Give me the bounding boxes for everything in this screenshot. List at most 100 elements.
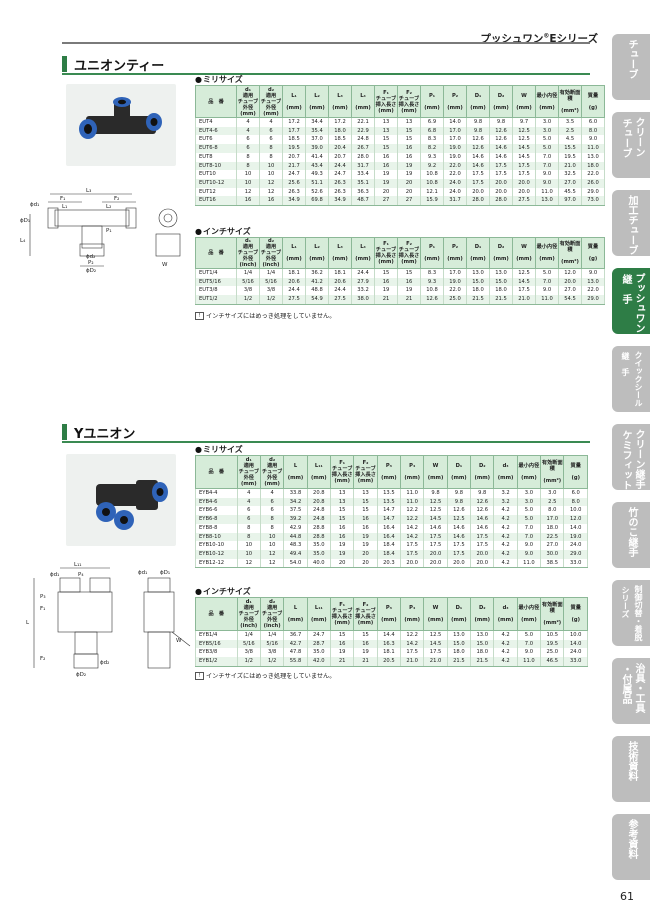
- table-cell: 5.0: [516, 515, 542, 524]
- table-cell: 69.8: [305, 196, 329, 207]
- table-cell: 13: [397, 117, 421, 127]
- side-tab[interactable]: 竹のこ継手: [612, 502, 650, 568]
- table-cell: 13: [329, 488, 355, 498]
- table-cell: 13.0: [489, 268, 513, 278]
- table-cell: 10.0: [563, 506, 588, 516]
- table-cell: 7.0: [535, 152, 559, 162]
- table-cell: 16.3: [376, 639, 402, 649]
- side-tab[interactable]: ケミフィットクリーン継手: [612, 424, 650, 490]
- table-cell: 10.8: [420, 170, 444, 179]
- table-cell: 24.0: [563, 541, 588, 550]
- table-cell: 6: [236, 135, 260, 145]
- table-cell: 11.0: [535, 187, 559, 197]
- dim-label: ϕd₂: [86, 254, 95, 260]
- table-cell: 20.0: [489, 178, 513, 188]
- table-cell: 9.8: [466, 117, 490, 127]
- table-cell: 13.5: [376, 497, 402, 507]
- table-cell: 14.5: [512, 152, 536, 162]
- table-cell: 14.6: [446, 532, 472, 542]
- dim-label: ϕd₁: [50, 572, 59, 578]
- table-cell: 17.5: [512, 161, 536, 171]
- column-header: L₁₁(mm): [306, 455, 332, 489]
- table-cell: 14.6: [466, 161, 490, 171]
- column-header: L₄(mm): [351, 237, 375, 269]
- table-cell: 31.7: [443, 196, 467, 207]
- table-cell: 26.3: [328, 187, 352, 197]
- table-cell: 1/2: [236, 295, 260, 305]
- table-cell: 1/2: [236, 657, 261, 667]
- table-cell: 13: [374, 126, 398, 136]
- side-tab[interactable]: ・付属品治具・工具: [612, 658, 650, 724]
- table-cell: 33.0: [563, 558, 588, 569]
- table-cell: 14.6: [489, 144, 513, 153]
- table-cell: 14.7: [376, 515, 402, 524]
- inch-size-label: ●インチサイズ: [195, 587, 251, 596]
- table-cell: 19: [374, 286, 398, 296]
- table-cell: 30.0: [540, 549, 565, 559]
- table-cell: 18.1: [328, 268, 352, 278]
- table-cell: EUT5/16: [195, 277, 237, 287]
- table-cell: 12.5: [512, 135, 536, 145]
- table-cell: 13: [329, 497, 355, 507]
- side-tab[interactable]: 加工チューブ: [612, 190, 650, 256]
- section-title: ユニオンティー: [74, 59, 165, 74]
- table-cell: 21.7: [282, 161, 306, 171]
- table-cell: 20: [397, 187, 421, 197]
- side-tab-label: 継 手: [620, 274, 631, 304]
- table-cell: 17.5: [423, 648, 448, 658]
- table-cell: 19.0: [443, 277, 467, 287]
- tee-body: [86, 116, 156, 134]
- table-cell: 3/8: [236, 286, 260, 296]
- table-cell: 1/4: [236, 268, 260, 278]
- table-cell: 8.3: [420, 268, 444, 278]
- dim-label: W: [176, 638, 182, 644]
- registered-mark: ®: [543, 32, 550, 40]
- column-header: D₂(mm): [470, 597, 495, 631]
- table-cell: 48.3: [283, 541, 308, 550]
- table-cell: 14.0: [563, 523, 588, 533]
- table-cell: 9.8: [423, 488, 448, 498]
- table-cell: 5.0: [516, 506, 542, 516]
- table-cell: 8.2: [420, 144, 444, 153]
- table-cell: 14.2: [400, 639, 425, 649]
- column-header: W(mm): [423, 597, 448, 631]
- table-cell: 17.2: [282, 117, 306, 127]
- table-cell: 9.0: [535, 178, 559, 188]
- table-cell: 15.9: [420, 196, 444, 207]
- table-cell: 7.0: [535, 161, 559, 171]
- column-header: L₂(mm): [305, 85, 329, 118]
- table-cell: 20.6: [328, 277, 352, 287]
- table-cell: 28.7: [306, 639, 332, 649]
- table-cell: 9.0: [535, 170, 559, 179]
- table-cell: 9.2: [420, 161, 444, 171]
- section-y-union-heading: Yユニオン: [62, 423, 590, 443]
- table-cell: EUT4-6: [195, 126, 237, 136]
- table-cell: 17.0: [540, 515, 565, 524]
- side-tab[interactable]: 継 手クイックシール: [612, 346, 650, 412]
- table-cell: 9.7: [512, 117, 536, 127]
- table-cell: 34.9: [282, 196, 306, 207]
- side-tab-label: クイックシール: [634, 351, 643, 407]
- side-tab[interactable]: チューブ: [612, 34, 650, 100]
- table-cell: 17.5: [466, 170, 490, 179]
- side-tab[interactable]: 参考資料: [612, 814, 650, 880]
- table-cell: 18.0: [470, 648, 495, 658]
- table-cell: 17.5: [470, 541, 495, 550]
- table-cell: 18.0: [466, 286, 490, 296]
- table-cell: 19: [374, 170, 398, 179]
- dim-label: W: [162, 262, 168, 268]
- dim-label: P₁: [106, 228, 112, 234]
- table-cell: 14.5: [512, 144, 536, 153]
- table-cell: 22.0: [443, 286, 467, 296]
- side-tab-label: 制御切替・着脱: [634, 585, 643, 641]
- side-tab[interactable]: 技術資料: [612, 736, 650, 802]
- side-tab[interactable]: チューブクリーン: [612, 112, 650, 178]
- side-tab[interactable]: シリーズ制御切替・着脱: [612, 580, 650, 646]
- side-tab[interactable]: 継 手プッシュワン: [612, 268, 650, 334]
